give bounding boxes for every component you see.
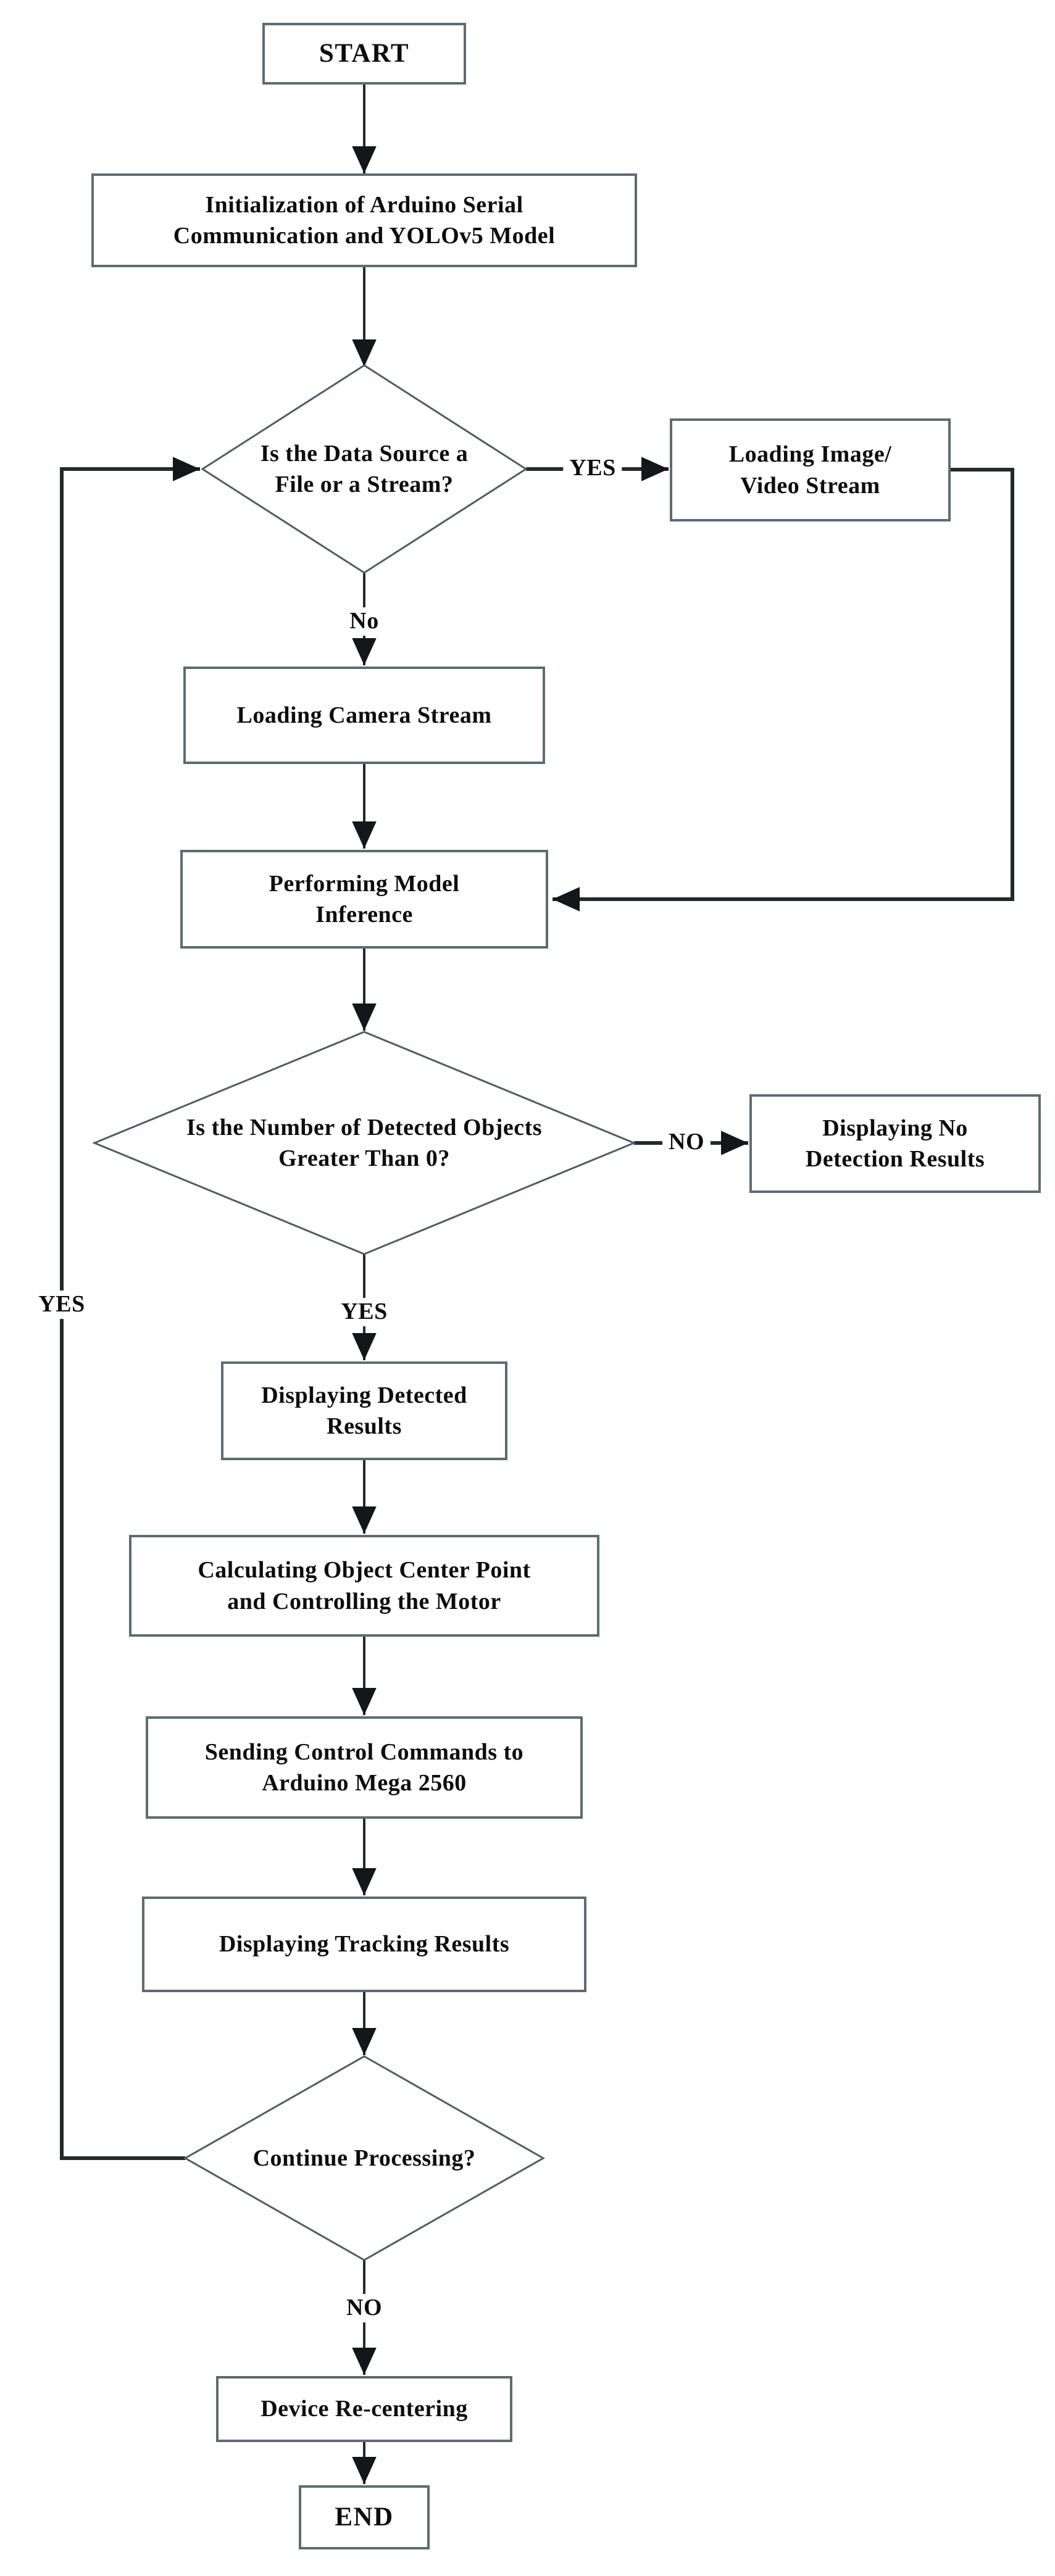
node-start: START [262,23,466,85]
node-send-commands: Sending Control Commands to Arduino Mega… [146,1716,583,1819]
edge-label-continue-no: NO [340,2294,388,2322]
edge-label-data-source-yes: YES [563,454,622,483]
node-display-detected-label: Displaying Detected Results [261,1382,467,1439]
decision-detection-label: Is the Number of Detected Objects Greate… [186,1114,543,1171]
node-device-recentering: Device Re-centering [216,2376,512,2442]
node-model-inference-label: Performing Model Inference [269,870,460,928]
node-display-no-detection-label: Displaying No Detection Results [805,1115,985,1172]
node-initialization-label: Initialization of Arduino Serial Communi… [173,191,556,249]
node-send-commands-label: Sending Control Commands to Arduino Mega… [204,1739,524,1796]
decision-diamond-detection [92,1031,636,1255]
decision-diamond-data-source [201,364,528,574]
node-device-recentering-label: Device Re-centering [261,2396,468,2422]
decision-data-source-label: Is the Data Source a File or a Stream? [260,440,469,497]
node-display-tracking-label: Displaying Tracking Results [219,1931,510,1958]
node-display-tracking: Displaying Tracking Results [142,1897,586,1992]
node-model-inference: Performing Model Inference [180,850,548,949]
decision-diamond-continue [183,2055,546,2261]
edge-label-detection-no: NO [662,1128,711,1157]
node-loading-image-stream: Loading Image/ Video Stream [670,418,951,521]
node-display-detected: Displaying Detected Results [221,1361,507,1460]
node-end-label: END [335,2502,394,2532]
edge-label-continue-yes: YES [32,1290,91,1319]
edge-label-detection-yes: YES [335,1298,394,1326]
node-loading-image-stream-label: Loading Image/ Video Stream [728,441,892,499]
edge-label-data-source-no: No [343,607,385,636]
node-loading-camera-stream-label: Loading Camera Stream [236,702,492,728]
node-loading-camera-stream: Loading Camera Stream [183,667,545,764]
node-start-label: START [319,38,410,68]
node-calculate-center-label: Calculating Object Center Point and Cont… [198,1557,531,1614]
decision-continue-label: Continue Processing? [252,2145,476,2171]
node-end: END [299,2485,430,2549]
decision-diamond-group [92,364,636,2261]
node-calculate-center: Calculating Object Center Point and Cont… [129,1535,599,1637]
node-display-no-detection: Displaying No Detection Results [749,1094,1041,1193]
edge-loadimg-inference [553,468,1014,912]
node-initialization: Initialization of Arduino Serial Communi… [91,173,637,267]
